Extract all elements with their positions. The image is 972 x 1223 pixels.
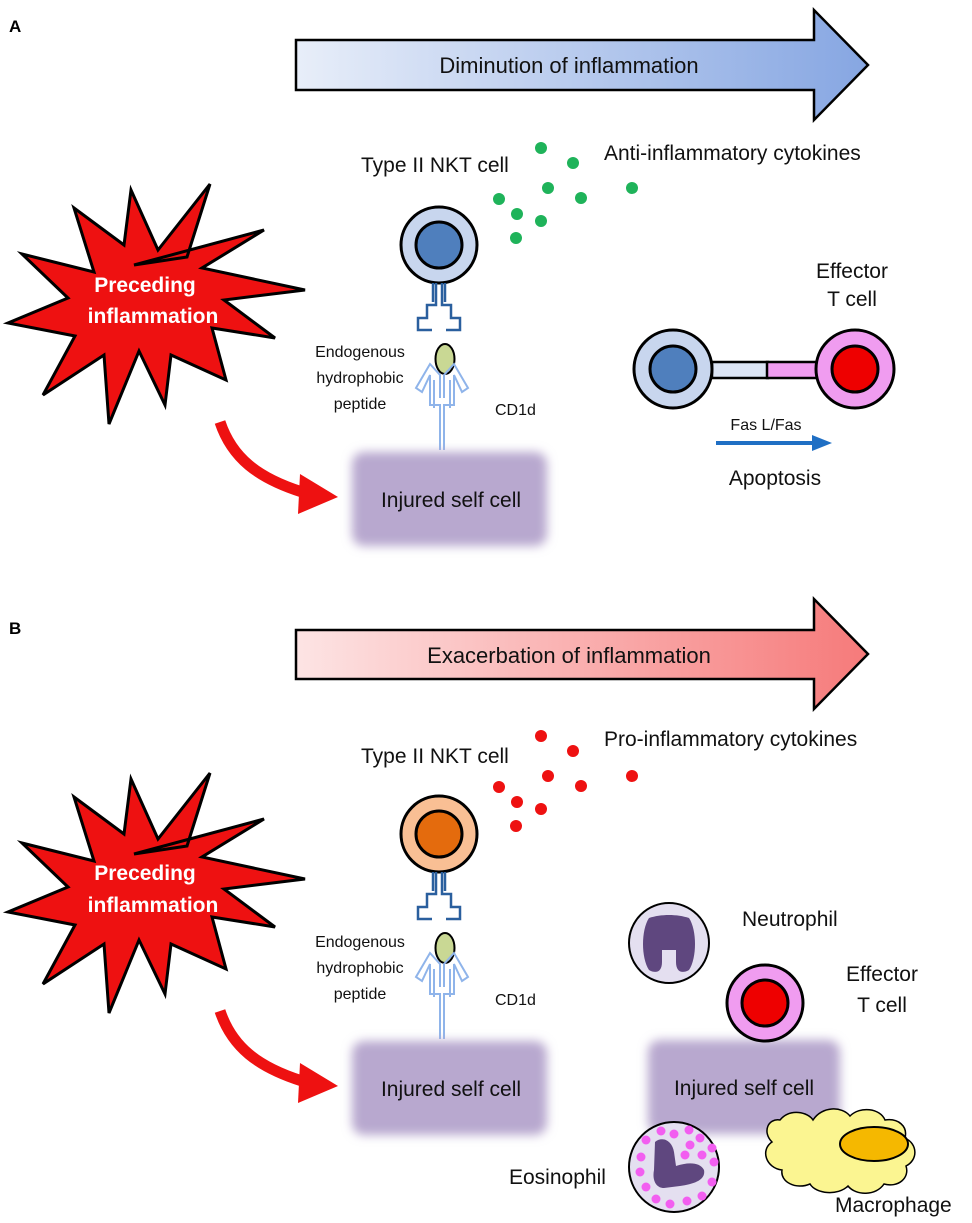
nkt-effector-pair [632, 328, 896, 410]
cd1d-label: CD1d [495, 992, 536, 1009]
star-label-line2: inflammation [88, 894, 219, 917]
effector-label-line2: T cell [827, 288, 877, 311]
effector-label-line1: Effector [816, 260, 888, 283]
pro-cytokines-label: Pro-inflammatory cytokines [604, 728, 857, 751]
cytokine-dot [535, 142, 547, 154]
cytokine-dot [535, 215, 547, 227]
injured-cell-label: Injured self cell [381, 1078, 521, 1101]
tcr-receptor [416, 872, 462, 921]
nkt-cell-nucleus [414, 809, 464, 859]
injured-cell-box [352, 452, 547, 546]
neutrophil-nucleus [643, 915, 695, 972]
exacerbation-arrow-shape [294, 595, 870, 713]
anti-cytokine-dots [493, 142, 638, 244]
diminution-arrow-label: Diminution of inflammation [439, 53, 698, 78]
cytokine-dot [542, 182, 554, 194]
cytokine-dot [567, 745, 579, 757]
cd1d-molecule [414, 362, 470, 450]
curved-arrow-a [214, 420, 338, 514]
nkt-cell-regulatory [399, 205, 479, 285]
cytokine-dot [511, 796, 523, 808]
cytokine-dot [535, 803, 547, 815]
eosinophil-label: Eosinophil [509, 1166, 606, 1189]
star-shape [2, 183, 306, 425]
macrophage-label: Macrophage [835, 1194, 952, 1217]
star-shape [2, 772, 306, 1014]
diminution-arrow: Diminution of inflammation [294, 6, 870, 124]
fas-label: Fas L/Fas [730, 417, 801, 434]
cytokine-dot [510, 232, 522, 244]
nkt-cell-inflammatory [399, 794, 479, 874]
fasl-bridge [710, 360, 770, 380]
apoptosis-arrow [716, 435, 832, 451]
peptide-label-line3: peptide [334, 396, 387, 413]
peptide-label-line2: hydrophobic [316, 960, 403, 977]
eosinophil-nucleus [653, 1139, 705, 1188]
effector-label-line2: T cell [857, 994, 907, 1017]
pro-cytokine-dots [493, 730, 638, 832]
apoptosis-label: Apoptosis [729, 467, 821, 490]
star-label-line1: Preceding [94, 274, 196, 297]
panel-a-letter: A [9, 17, 21, 36]
cytokine-dot [542, 770, 554, 782]
effector-label-line1: Effector [846, 963, 918, 986]
cytokine-dot [510, 820, 522, 832]
exacerbation-arrow-label: Exacerbation of inflammation [427, 643, 711, 668]
peptide-label-line1: Endogenous [315, 344, 405, 361]
cytokine-dot [493, 781, 505, 793]
cytokine-dot [567, 157, 579, 169]
macrophage-nucleus [839, 1126, 909, 1162]
neutrophil-label: Neutrophil [742, 908, 838, 931]
cytokine-dot [575, 192, 587, 204]
cd1d-label: CD1d [495, 402, 536, 419]
peptide-label-line1: Endogenous [315, 934, 405, 951]
star-label-line2: inflammation [88, 305, 219, 328]
cytokine-dot [626, 770, 638, 782]
macrophage [764, 1108, 916, 1194]
nkt-cell-label: Type II NKT cell [361, 745, 509, 768]
anti-cytokines-label: Anti-inflammatory cytokines [604, 142, 861, 165]
diminution-arrow-shape [294, 6, 870, 124]
cytokine-dot [626, 182, 638, 194]
panel-b-letter: B [9, 619, 21, 638]
panel-b: B Exacerbation of inflammation Type II N… [2, 595, 952, 1217]
effector-t-cell [725, 963, 805, 1043]
peptide-label-line2: hydrophobic [316, 370, 403, 387]
preceding-inflammation-star: Preceding inflammation [2, 772, 306, 1014]
cytokine-dot [511, 208, 523, 220]
cytokine-dot [535, 730, 547, 742]
tcr-receptor [416, 283, 462, 332]
eosinophil-granules [635, 1125, 719, 1209]
peptide-ellipse [434, 343, 456, 375]
cytokine-dot [575, 780, 587, 792]
peptide-ellipse [434, 932, 456, 964]
nkt-cell-label: Type II NKT cell [361, 154, 509, 177]
injured-cell-box [352, 1041, 547, 1135]
injured-cell-label-2: Injured self cell [674, 1077, 814, 1100]
cd1d-molecule [414, 951, 470, 1039]
star-label-line1: Preceding [94, 862, 196, 885]
preceding-inflammation-star: Preceding inflammation [2, 183, 306, 425]
effector-cell-nucleus [830, 344, 880, 394]
nkt-cell-nucleus [414, 220, 464, 270]
curved-arrow-b [214, 1009, 338, 1103]
nkt-cell-nucleus [648, 344, 698, 394]
eosinophil [628, 1121, 720, 1213]
injured-cell-label: Injured self cell [381, 489, 521, 512]
neutrophil [628, 902, 710, 984]
exacerbation-arrow: Exacerbation of inflammation [294, 595, 870, 713]
injured-cell-box-2 [648, 1040, 840, 1134]
panel-a: A Diminution of inflammation Type II NKT… [2, 6, 896, 546]
effector-cell-nucleus [740, 978, 790, 1028]
cytokine-dot [493, 193, 505, 205]
peptide-label-line3: peptide [334, 986, 387, 1003]
